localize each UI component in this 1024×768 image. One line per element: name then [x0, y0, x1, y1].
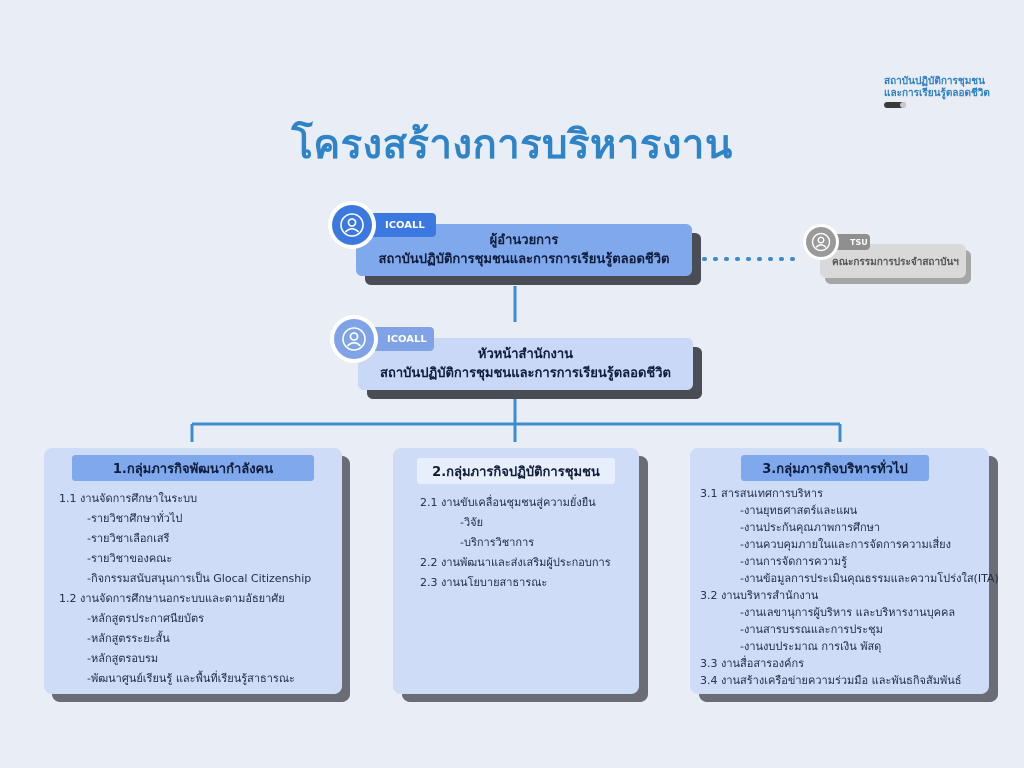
- list-item: -งานยุทธศาสตร์และแผน: [740, 504, 858, 517]
- brand-line-2: และการเรียนรู้ตลอดชีวิต: [884, 88, 990, 99]
- committee-badge-label: TSU: [850, 237, 868, 247]
- list-item: -งานงบประมาณ การเงิน พัสดุ: [740, 640, 882, 653]
- group-2-list: 2.1 งานขับเคลื่อนชุมชนสู่ความยั่งยืน -วิ…: [420, 493, 611, 593]
- list-item: -หลักสูตรประกาศนียบัตร: [87, 612, 205, 625]
- director-org: สถาบันปฏิบัติการชุมชนและการการเรียนรู้ตล…: [378, 252, 670, 267]
- list-item: -งานประกันคุณภาพการศึกษา: [740, 521, 881, 534]
- group-2-card: [393, 448, 639, 694]
- list-item: -บริการวิชาการ: [460, 536, 535, 549]
- list-item: -หลักสูตรระยะสั้น: [87, 632, 170, 645]
- list-item: 3.2 งานบริหารสำนักงาน: [700, 589, 819, 602]
- committee-label: คณะกรรมการประจำสถาบันฯ: [832, 257, 959, 268]
- list-item: -กิจกรรมสนับสนุนการเป็น Glocal Citizensh…: [87, 572, 312, 585]
- list-item: -งานข้อมูลการประเมินคุณธรรมและความโปร่งใ…: [740, 572, 999, 585]
- list-item: 1.1 งานจัดการศึกษาในระบบ: [59, 492, 198, 505]
- list-item: -งานการจัดการความรู้: [740, 555, 847, 568]
- group-1-title: 1.กลุ่มภารกิจพัฒนากำลังคน: [72, 455, 314, 481]
- user-circle-icon: [340, 213, 364, 237]
- brand-line-1: สถาบันปฏิบัติการชุมชน: [884, 76, 985, 87]
- list-item: -พัฒนาศูนย์เรียนรู้ และพื้นที่เรียนรู้สา…: [87, 672, 295, 685]
- office-head-avatar: [330, 315, 378, 363]
- brand-logo: สถาบันปฏิบัติการชุมชน และการเรียนรู้ตลอด…: [884, 76, 1014, 108]
- list-item: -งานควบคุมภายในและการจัดการความเสี่ยง: [740, 538, 951, 551]
- list-item: -งานสารบรรณและการประชุม: [740, 623, 883, 636]
- list-item: 2.3 งานนโยบายสาธารณะ: [420, 576, 548, 589]
- list-item: -งานเลขานุการผู้บริหาร และบริหารงานบุคคล: [740, 606, 956, 619]
- user-circle-icon: [342, 327, 366, 351]
- committee-avatar: [803, 224, 839, 260]
- group-2-title: 2.กลุ่มภารกิจปฏิบัติการชุมชน: [417, 458, 615, 484]
- list-item: -รายวิชาเลือกเสรี: [87, 532, 170, 545]
- list-item: 3.4 งานสร้างเครือข่ายความร่วมมือ และพันธ…: [700, 674, 962, 687]
- group-3-card: [690, 448, 989, 694]
- office-head-title: หัวหน้าสำนักงาน: [477, 347, 574, 362]
- list-item: 2.2 งานพัฒนาและส่งเสริมผู้ประกอบการ: [420, 556, 611, 569]
- list-item: 3.3 งานสื่อสารองค์กร: [700, 657, 805, 670]
- user-circle-icon: [811, 232, 831, 252]
- director-avatar: [328, 201, 376, 249]
- director-title: ผู้อำนวยการ: [489, 233, 559, 248]
- group-1-list: 1.1 งานจัดการศึกษาในระบบ -รายวิชาศึกษาทั…: [59, 489, 311, 689]
- group-3-title: 3.กลุ่มภารกิจบริหารทั่วไป: [741, 455, 929, 481]
- group-1-card: [44, 448, 342, 694]
- brand-toggle-icon: [884, 102, 906, 108]
- director-badge-label: ICOALL: [385, 219, 425, 231]
- list-item: -วิจัย: [460, 516, 484, 529]
- list-item: 3.1 สารสนเทศการบริหาร: [700, 487, 823, 500]
- list-item: -รายวิชาศึกษาทั่วไป: [87, 512, 183, 525]
- list-item: 1.2 งานจัดการศึกษานอกระบบและตามอัธยาศัย: [59, 592, 285, 605]
- list-item: 2.1 งานขับเคลื่อนชุมชนสู่ความยั่งยืน: [420, 496, 596, 509]
- office-head-badge-label: ICOALL: [387, 333, 427, 345]
- page-title: โครงสร้างการบริหารงาน: [291, 122, 733, 168]
- list-item: -หลักสูตรอบรม: [87, 652, 159, 665]
- office-head-org: สถาบันปฏิบัติการชุมชนและการการเรียนรู้ตล…: [380, 366, 671, 381]
- list-item: -รายวิชาของคณะ: [87, 552, 173, 565]
- group-3-list: 3.1 สารสนเทศการบริหาร -งานยุทธศาสตร์และแ…: [700, 485, 999, 689]
